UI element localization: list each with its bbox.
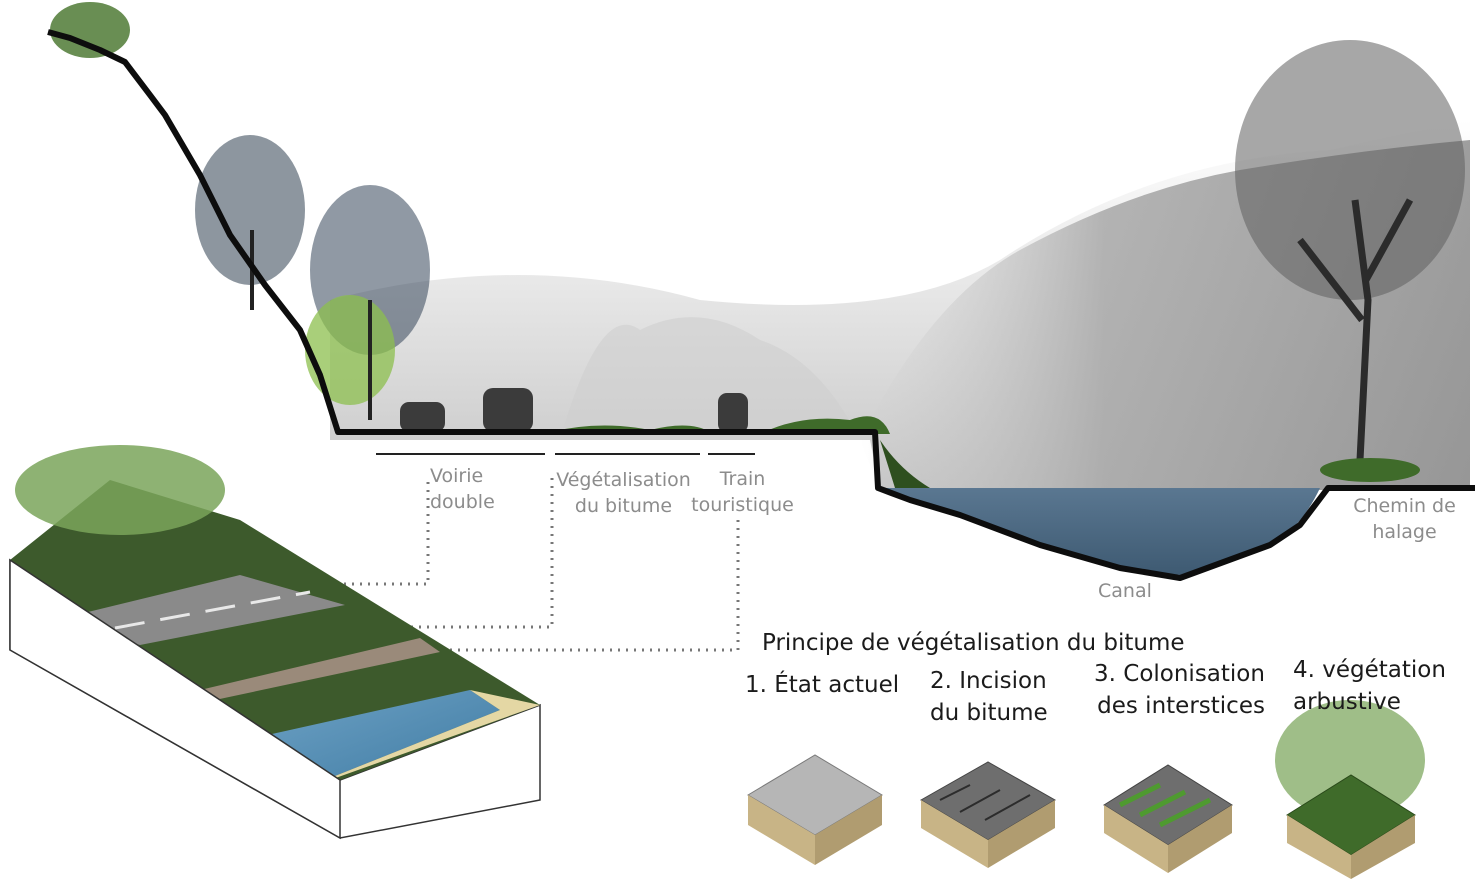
leader-lines (300, 478, 740, 652)
step-3-line1: 3. Colonisation (1094, 661, 1265, 687)
step-3: 3. Colonisation des interstices (1094, 658, 1265, 722)
label-vegetalisation-line1: Végétalisation (556, 469, 691, 491)
label-voirie-line2: double (430, 491, 495, 513)
tile-etat-actuel (747, 754, 883, 865)
label-vegetalisation-line2: du bitume (574, 495, 673, 517)
label-chemin-line2: halage (1372, 521, 1437, 543)
van-icon (483, 388, 533, 432)
step-1: 1. État actuel (745, 669, 899, 701)
canal-water (880, 488, 1320, 575)
step-2-line1: 2. Incision (930, 668, 1047, 694)
label-voirie-double: Voirie double (430, 463, 495, 515)
block-diagram (9, 445, 541, 840)
label-chemin-de-halage: Chemin de halage (1352, 493, 1457, 545)
step-3-line2: des interstices (1097, 693, 1265, 719)
label-voirie-line1: Voirie (430, 465, 484, 487)
car-icon (400, 402, 445, 432)
tile-vegetation-arbustive (1275, 700, 1425, 879)
ground-section-line (47, 29, 1475, 581)
step-4-line1: 4. végétation (1293, 657, 1446, 683)
principle-title: Principe de végétalisation du bitume (762, 630, 1185, 656)
tile-colonisation (1103, 764, 1233, 873)
label-train-touristique: Train touristique (690, 466, 795, 518)
label-canal-text: Canal (1098, 580, 1152, 602)
label-train-line1: Train (719, 468, 766, 490)
label-chemin-line1: Chemin de (1353, 495, 1456, 517)
label-train-line2: touristique (691, 494, 794, 516)
label-canal: Canal (1098, 578, 1152, 604)
step-2-line2: du bitume (930, 700, 1048, 726)
vehicles (400, 388, 748, 433)
tile-incision (920, 761, 1056, 868)
step-2: 2. Incision du bitume (930, 665, 1048, 729)
step-4-line2: arbustive (1293, 689, 1401, 715)
step-4: 4. végétation arbustive (1293, 654, 1446, 718)
train-icon (718, 393, 748, 433)
step-1-line1: 1. État actuel (745, 672, 900, 698)
riverside-tree (1235, 40, 1465, 482)
cliff-vegetation (50, 2, 430, 420)
label-vegetalisation-bitume: Végétalisation du bitume (556, 467, 691, 519)
